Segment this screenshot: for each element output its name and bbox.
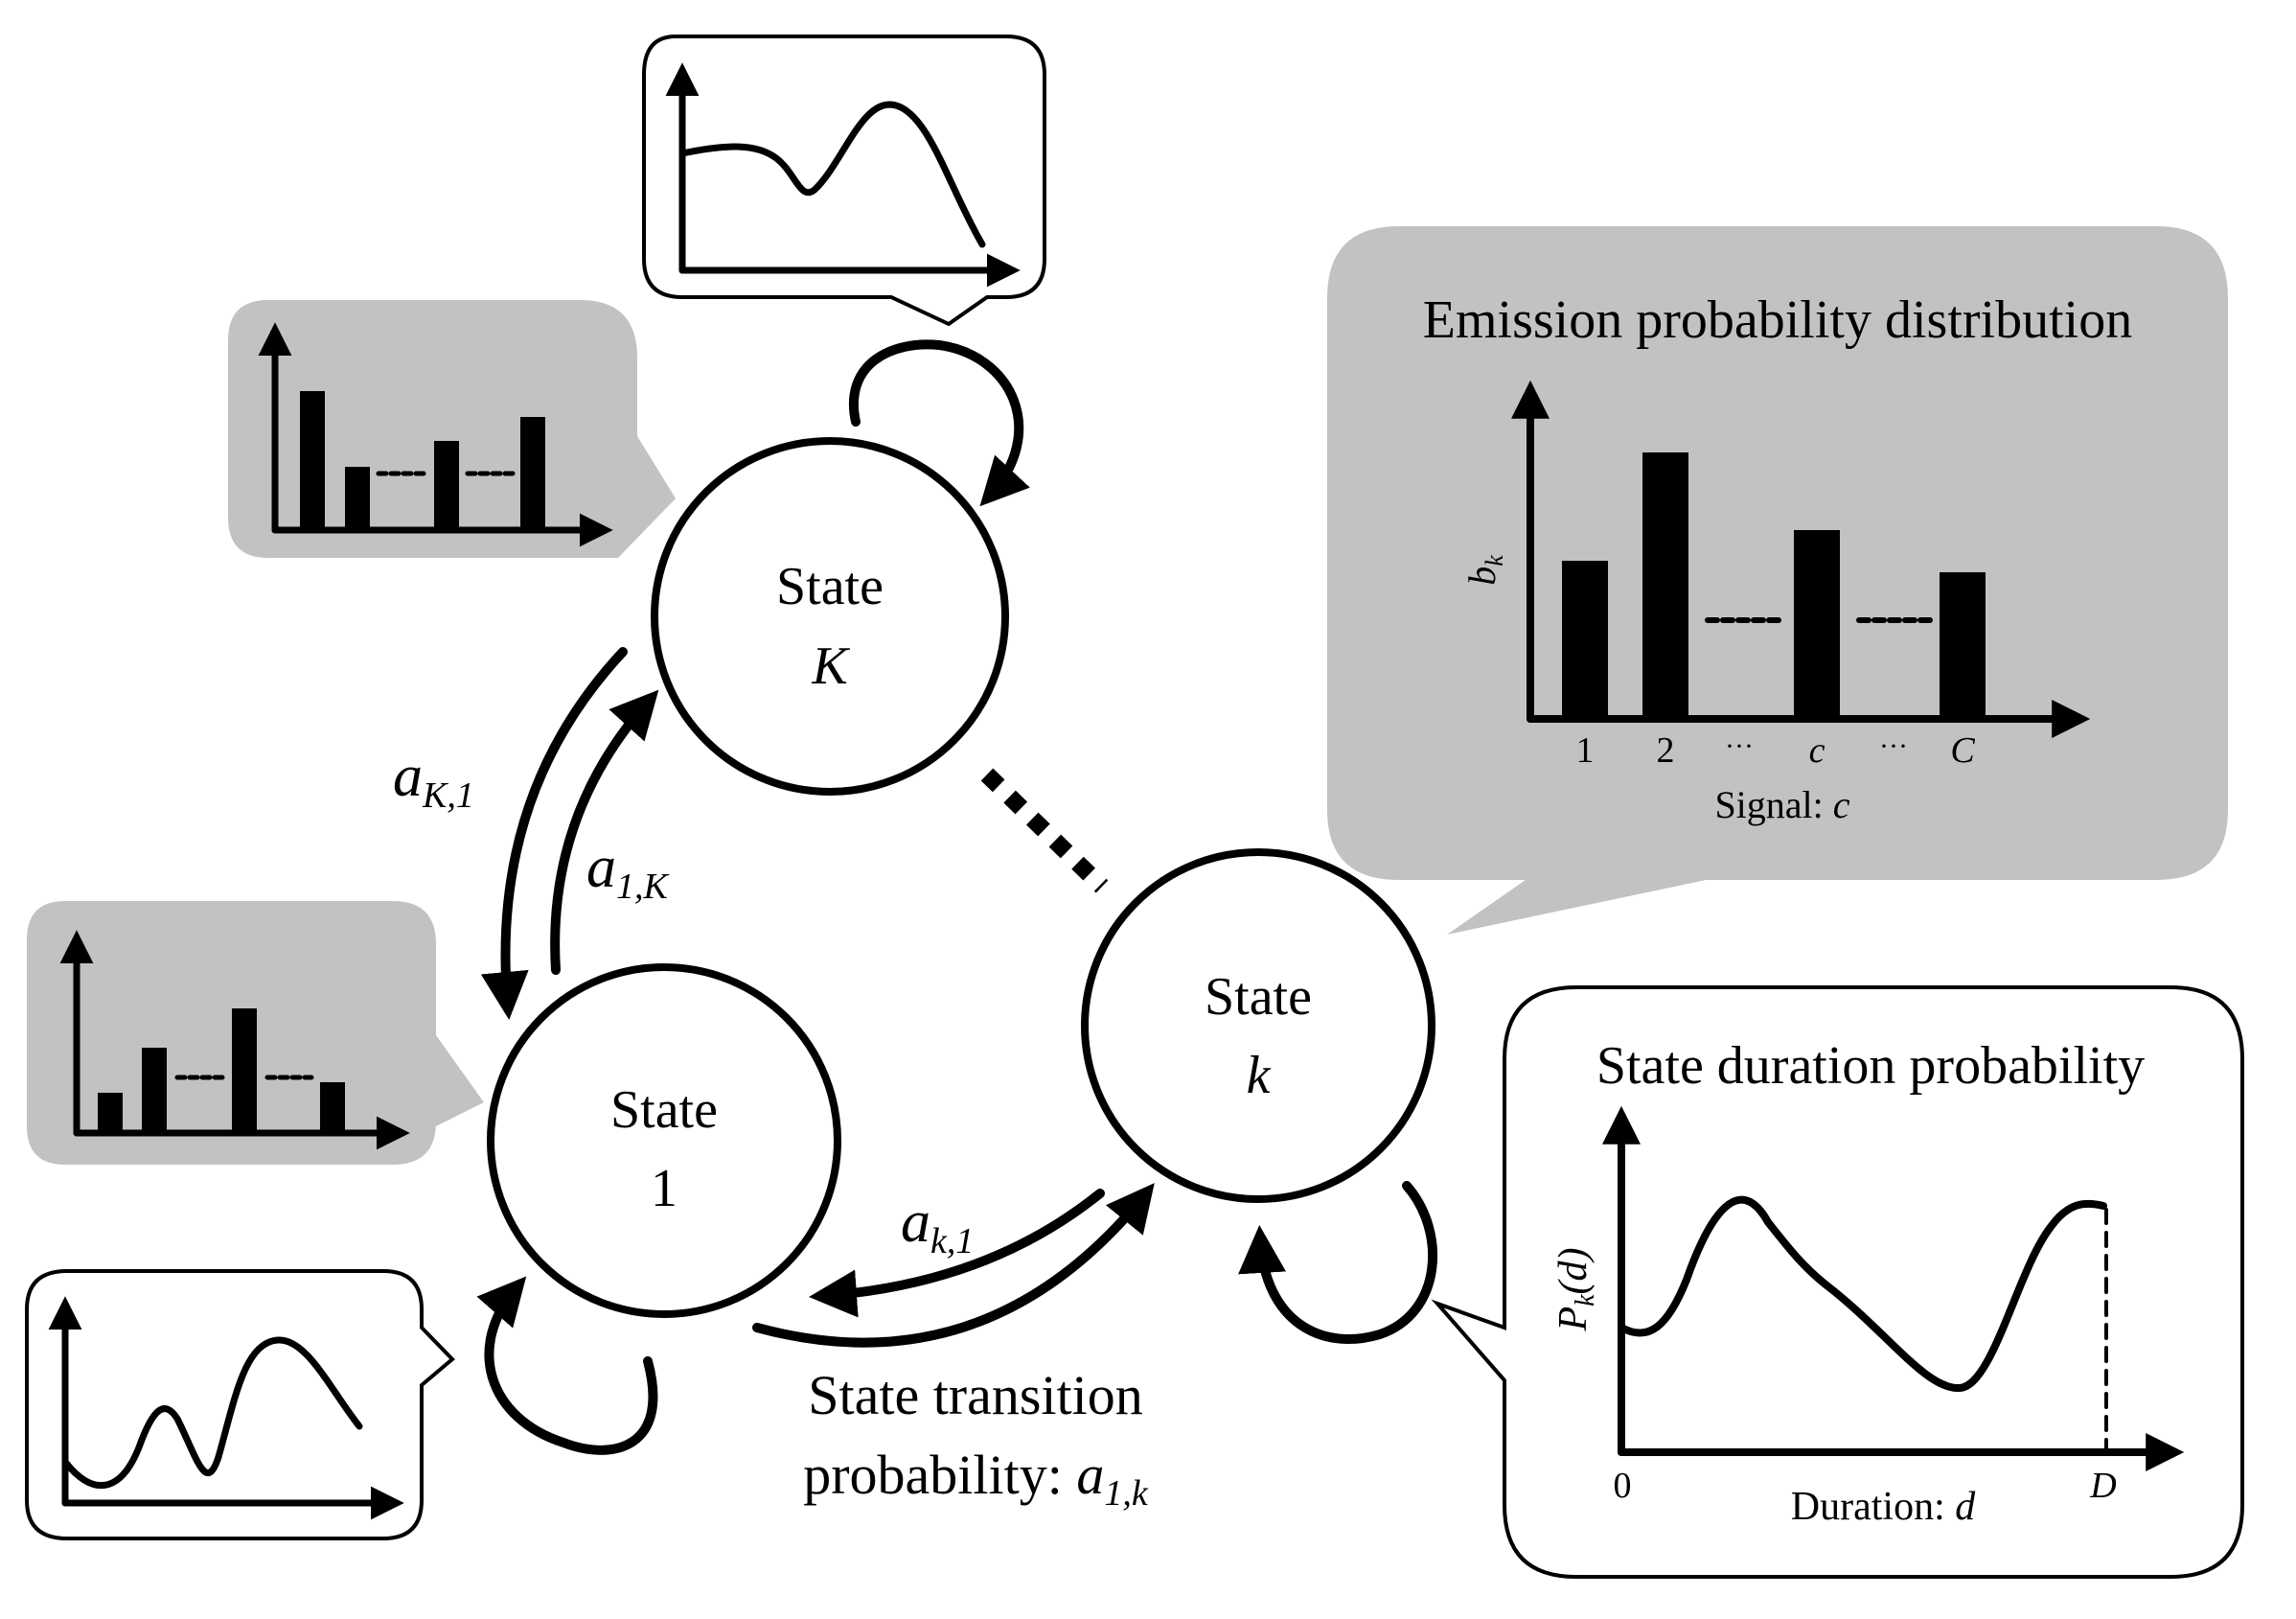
label-ak1: ak,1: [901, 1190, 974, 1261]
duration-tick-0: 0: [1614, 1466, 1632, 1506]
caption-line-1: State transition: [808, 1364, 1143, 1426]
emission-xlabel: Signal: c: [1714, 783, 1849, 826]
duration-xlabel: Duration: d: [1791, 1485, 1976, 1529]
emission-bar-2: [1642, 452, 1688, 719]
arrow-k-to-1: [809, 1189, 1105, 1318]
state-K-node: State K: [651, 437, 1009, 796]
state1-emission-bubble: [27, 901, 484, 1165]
state-k-symbol: k: [1247, 1046, 1272, 1105]
emission-tick-ellipsis-1: ···: [1725, 730, 1754, 762]
stateK-emission-bubble: [228, 300, 676, 558]
emission-tick-1: 1: [1576, 730, 1595, 771]
duration-axes: [1602, 1105, 2185, 1471]
self-loop-k: [1238, 1181, 1438, 1344]
duration-curve: [1618, 1195, 2107, 1392]
state-K-label: State: [776, 557, 884, 616]
label-a1K: a1,K: [586, 835, 670, 907]
emission-bar-C: [1940, 572, 1986, 719]
arrow-K-to-1: [480, 647, 628, 1020]
emission-title: Emission probability distribution: [1423, 290, 2132, 350]
emission-bubble: Emission probability distribution 1 2 ··…: [1327, 226, 2228, 935]
emission-tick-ellipsis-2: ···: [1879, 730, 1908, 762]
duration-title: State duration probability: [1596, 1036, 2145, 1096]
emission-tick-c: c: [1809, 730, 1825, 771]
state-k-label: State: [1205, 967, 1312, 1027]
state-1-label: State: [610, 1080, 718, 1140]
state-1-symbol: 1: [651, 1159, 677, 1218]
caption-line-2: probability: a1,k: [803, 1444, 1149, 1514]
stateK-duration-bubble: [642, 35, 1046, 327]
state-k-node: State k: [1081, 848, 1435, 1203]
emission-tick-C: C: [1950, 730, 1975, 771]
state1-duration-bubble-shape: [25, 1269, 455, 1540]
duration-tick-D: D: [2089, 1466, 2116, 1506]
emission-ylabel: bk: [1460, 555, 1508, 586]
label-aK1: aK,1: [393, 744, 474, 816]
emission-tick-2: 2: [1657, 730, 1675, 771]
emission-bar-1: [1562, 561, 1608, 719]
emission-bar-c: [1794, 530, 1840, 719]
stateK-duration-bubble-shape: [642, 35, 1046, 327]
duration-bubble: State duration probability 0 D Duration:…: [1431, 985, 2244, 1579]
state1-duration-bubble: [25, 1269, 455, 1540]
self-loop-K: [849, 339, 1030, 507]
states-K-k-dotted-link: [980, 768, 1109, 893]
state-1-node: State 1: [487, 963, 841, 1318]
emission-bubble-shape: [1327, 226, 2228, 935]
duration-ylabel: Pk(d): [1551, 1247, 1600, 1331]
arrow-1-to-k: [752, 1183, 1155, 1348]
state-K-symbol: K: [811, 636, 850, 696]
arrow-1-to-K: [550, 689, 659, 975]
stateK-emission-bubble-shape: [228, 300, 676, 558]
self-loop-1: [476, 1276, 658, 1455]
